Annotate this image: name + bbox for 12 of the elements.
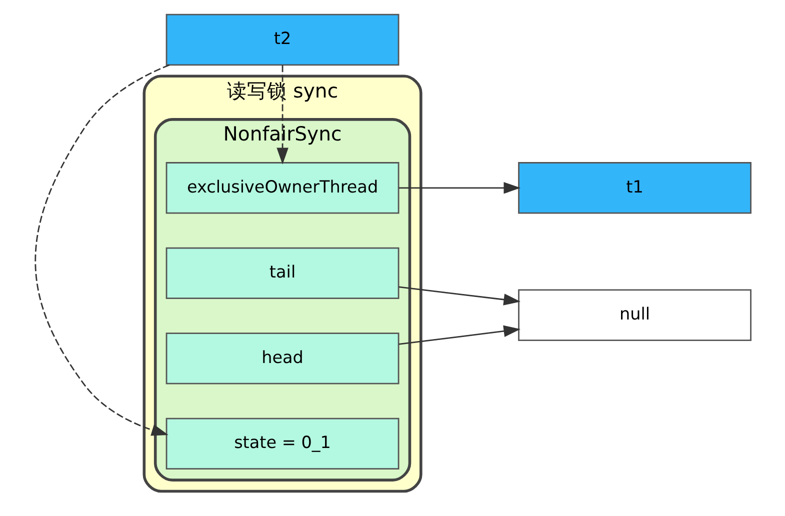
node-box: tail bbox=[165, 246, 399, 299]
arrow bbox=[398, 182, 520, 194]
node-box: null bbox=[518, 288, 751, 340]
arrow bbox=[276, 64, 288, 164]
node-box: head bbox=[165, 332, 399, 384]
arrow bbox=[34, 64, 170, 436]
arrow bbox=[398, 286, 520, 305]
node-box: state = 0_1 bbox=[165, 417, 399, 470]
arrow bbox=[398, 324, 520, 344]
node-box: t1 bbox=[518, 162, 751, 214]
node-box: exclusiveOwnerThread bbox=[165, 162, 399, 214]
node-box: t2 bbox=[165, 13, 399, 66]
